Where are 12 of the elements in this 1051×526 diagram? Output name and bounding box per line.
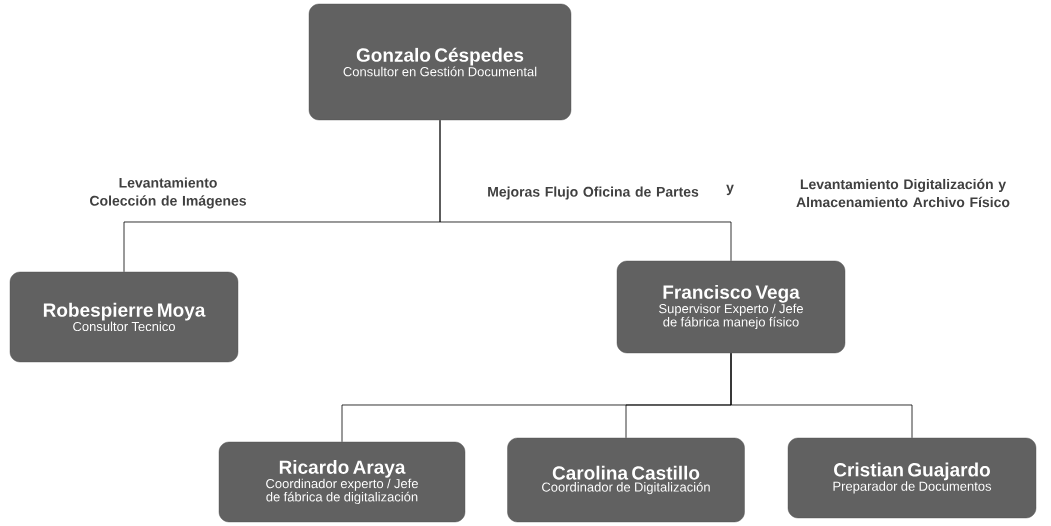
person-box: Carolina Castillo Coordinador de Digitalización — [507, 437, 745, 523]
person-box: Francisco Vega Supervisor Experto / Jefe de fábrica manejo físico — [616, 260, 846, 354]
person-box: Ricardo Araya Coordinador experto / Jefe de fábrica de digitalización — [218, 441, 466, 523]
person-box: Cristian Guajardo Preparador de Documentos — [787, 437, 1037, 519]
connector-line — [730, 352, 913, 439]
branch-label: Mejoras Flujo Oficina de Partes — [488, 186, 699, 200]
person-box: Gonzalo Céspedes Consultor en Gestión Documental — [308, 3, 572, 121]
person-box: Robespierre Moya Consultor Tecnico — [9, 271, 239, 363]
branch-label: Levantamiento Digitalización y Almacenamiento Archivo Físico — [796, 178, 1010, 208]
branch-label: y — [726, 184, 734, 196]
connector-line — [439, 119, 732, 262]
branch-label: Levantamiento Colección de Imágenes — [90, 177, 246, 209]
